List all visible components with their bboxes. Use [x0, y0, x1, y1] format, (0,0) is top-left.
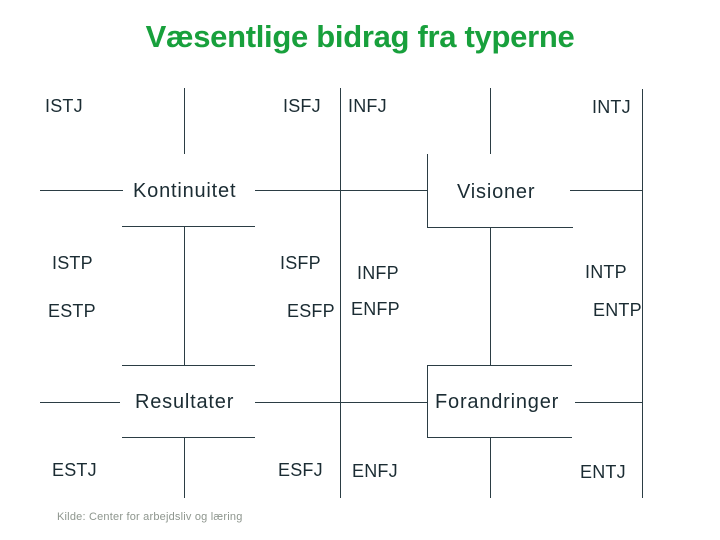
kontinuitet-left-dash [40, 190, 123, 192]
type-label-enfj: ENFJ [352, 461, 398, 481]
type-label-intp: INTP [585, 262, 627, 282]
type-label-esfj: ESFJ [278, 460, 323, 480]
type-label-isfp: ISFP [280, 253, 321, 273]
forandringer-right-dash [575, 402, 642, 404]
quadrant-label-kontinuitet: Kontinuitet [133, 180, 237, 202]
grid-vline-stsf-top [184, 88, 186, 154]
type-label-istp: ISTP [52, 253, 93, 273]
kontinuitet-right-dash [255, 190, 427, 192]
type-label-entp: ENTP [593, 300, 642, 320]
quadrant-label-resultater: Resultater [135, 391, 235, 413]
type-label-infp: INFP [357, 263, 399, 283]
type-label-istj: ISTJ [45, 96, 83, 116]
type-label-entj: ENTJ [580, 462, 626, 482]
grid-vline-nfnt-middle [490, 228, 492, 366]
grid-vline-stsf-middle [184, 227, 186, 366]
grid-vline-stsf-bottom [184, 438, 186, 498]
resultater-left-dash [40, 402, 120, 404]
visioner-box-left-edge [427, 154, 429, 228]
forandringer-box-top-edge [427, 365, 572, 367]
resultater-right-dash [255, 402, 427, 404]
type-label-estp: ESTP [48, 301, 96, 321]
type-label-enfp: ENFP [351, 299, 400, 319]
visioner-box-bottom-edge [427, 227, 573, 229]
type-label-estj: ESTJ [52, 460, 97, 480]
grid-vline-sn-divider [340, 88, 342, 498]
resultater-underline [122, 437, 255, 439]
grid-vline-nfnt-top [490, 88, 492, 154]
kontinuitet-underline [122, 226, 255, 228]
slide-title: Væsentlige bidrag fra typerne [145, 19, 575, 54]
forandringer-box-left-edge [427, 366, 429, 438]
type-label-infj: INFJ [348, 96, 387, 116]
quadrant-label-visioner: Visioner [457, 181, 536, 203]
quadrant-label-forandringer: Forandringer [435, 391, 560, 413]
resultater-overline [122, 365, 255, 367]
grid-vline-nfnt-bottom [490, 438, 492, 498]
source-credit: Kilde: Center for arbejdsliv og læring [57, 511, 243, 523]
type-label-intj: INTJ [592, 97, 631, 117]
visioner-right-dash [570, 190, 642, 192]
forandringer-box-bottom-edge [427, 437, 572, 439]
type-label-esfp: ESFP [287, 301, 335, 321]
grid-vline-right-edge [642, 89, 644, 498]
type-label-isfj: ISFJ [283, 96, 321, 116]
